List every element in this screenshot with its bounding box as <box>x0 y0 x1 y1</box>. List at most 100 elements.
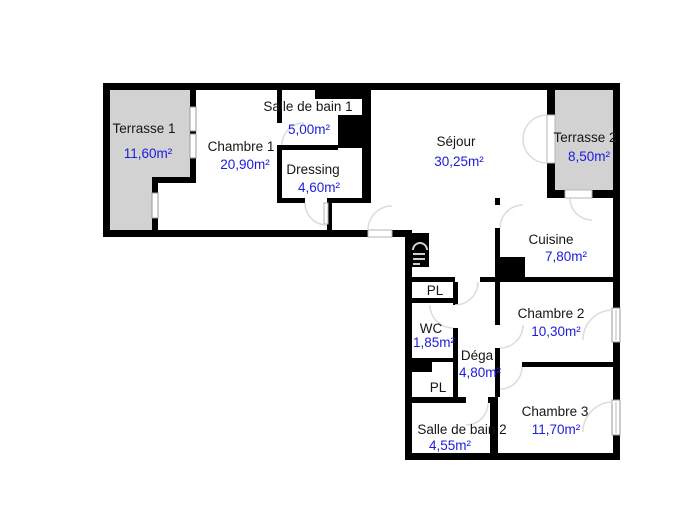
room-label-sejour: Séjour <box>436 134 476 149</box>
wall-segment <box>190 131 196 134</box>
door-arc <box>281 122 305 146</box>
wall-segment <box>490 397 498 453</box>
room-labels: Terrasse 1 11,60m² Chambre 1 20,90m² Sal… <box>112 99 616 453</box>
wall-segment <box>592 190 620 198</box>
room-label-pl-bas: PL <box>430 380 447 395</box>
door-arc <box>499 324 524 349</box>
wall-segment <box>362 90 371 203</box>
door-opening <box>495 205 500 228</box>
room-label-dega: Déga <box>461 348 494 363</box>
windows <box>151 106 621 436</box>
french-door <box>546 114 556 164</box>
room-area-terrasse-1: 11,60m² <box>124 146 173 161</box>
wall-segment <box>495 282 500 325</box>
wall-segment <box>152 177 196 183</box>
wall-segment <box>412 397 466 403</box>
room-area-chambre-2: 10,30m² <box>531 324 581 339</box>
wall-segment <box>277 90 282 123</box>
door-arc <box>454 281 479 306</box>
room-label-wc: WC <box>420 321 443 336</box>
door-arc <box>499 366 523 390</box>
entrance-steps-icon <box>413 253 425 265</box>
room-label-terrasse-1: Terrasse 1 <box>112 121 175 136</box>
room-label-terrasse-2: Terrasse 2 <box>553 130 616 145</box>
window <box>151 192 159 219</box>
door-opening <box>305 198 327 203</box>
wall-segment <box>495 228 500 257</box>
terrasse-2-floor <box>555 90 613 190</box>
wall-segment <box>277 145 338 150</box>
room-area-terrasse-2: 8,50m² <box>568 149 611 164</box>
door-arc <box>465 402 489 426</box>
wall-segment <box>547 90 555 115</box>
door-opening <box>500 362 522 367</box>
wall-segment <box>412 277 455 282</box>
room-label-chambre-2: Chambre 2 <box>518 306 585 321</box>
terrasse-1-floor <box>110 90 196 230</box>
wall-segment <box>103 83 620 90</box>
room-label-salle-de-bain-1: Salle de bain 1 <box>263 99 352 114</box>
room-area-cuisine: 7,80m² <box>545 249 588 264</box>
wall-segment <box>103 90 110 237</box>
room-area-salle-de-bain-2: 4,55m² <box>429 438 472 453</box>
terraces <box>110 90 613 230</box>
window-casement-arc <box>582 309 614 341</box>
room-area-sejour: 30,25m² <box>434 154 484 169</box>
room-label-chambre-1: Chambre 1 <box>208 139 275 154</box>
wall-segment <box>547 190 565 198</box>
door-opening <box>466 397 488 403</box>
wall-segment <box>453 328 458 397</box>
window <box>189 106 197 132</box>
duct-block <box>412 362 432 372</box>
wall-segment <box>495 198 500 205</box>
door-opening <box>564 189 593 199</box>
doors <box>277 114 614 433</box>
door-arc <box>304 202 328 226</box>
wall-segment <box>327 203 332 230</box>
room-area-dressing: 4,60m² <box>298 180 341 195</box>
wall-segment <box>392 230 412 237</box>
room-label-pl-haut: PL <box>427 283 444 298</box>
door-arc <box>522 138 548 164</box>
entrance-arch-icon <box>412 242 428 251</box>
wall-segment <box>613 90 620 308</box>
window-casement-arc <box>582 401 614 433</box>
interior-walls <box>152 90 620 453</box>
wall-segment <box>190 158 196 177</box>
door-opening <box>495 325 500 348</box>
wall-segment <box>152 218 158 230</box>
entrance-symbol <box>410 233 429 267</box>
duct-block <box>495 257 525 277</box>
wall-segment <box>412 298 453 303</box>
door-arc <box>522 114 548 140</box>
wall-segment <box>412 358 453 362</box>
door-opening <box>453 305 458 328</box>
room-label-dressing: Dressing <box>286 162 339 177</box>
door-arc <box>499 204 524 229</box>
wall-segment <box>103 230 368 237</box>
wall-segment <box>405 237 412 460</box>
entry-door-threshold <box>367 229 393 238</box>
room-area-chambre-1: 20,90m² <box>220 157 270 172</box>
door-opening <box>455 277 480 282</box>
wall-segment <box>495 348 500 397</box>
wall-segment <box>405 453 620 460</box>
wall-segment <box>152 183 158 193</box>
window <box>189 133 197 159</box>
wall-segment <box>277 145 282 203</box>
wall-segment <box>453 282 458 305</box>
wall-segment <box>327 198 371 203</box>
door-arc <box>429 304 454 329</box>
door-leaf <box>323 202 329 225</box>
wall-segment <box>190 90 196 107</box>
wall-segment <box>277 198 305 203</box>
room-area-wc: 1,85m² <box>413 335 456 350</box>
wall-segment <box>547 163 555 190</box>
door-opening <box>277 123 282 145</box>
room-area-dega: 4,80m² <box>459 365 502 380</box>
wall-segment <box>522 362 620 367</box>
door-arc <box>569 197 593 221</box>
